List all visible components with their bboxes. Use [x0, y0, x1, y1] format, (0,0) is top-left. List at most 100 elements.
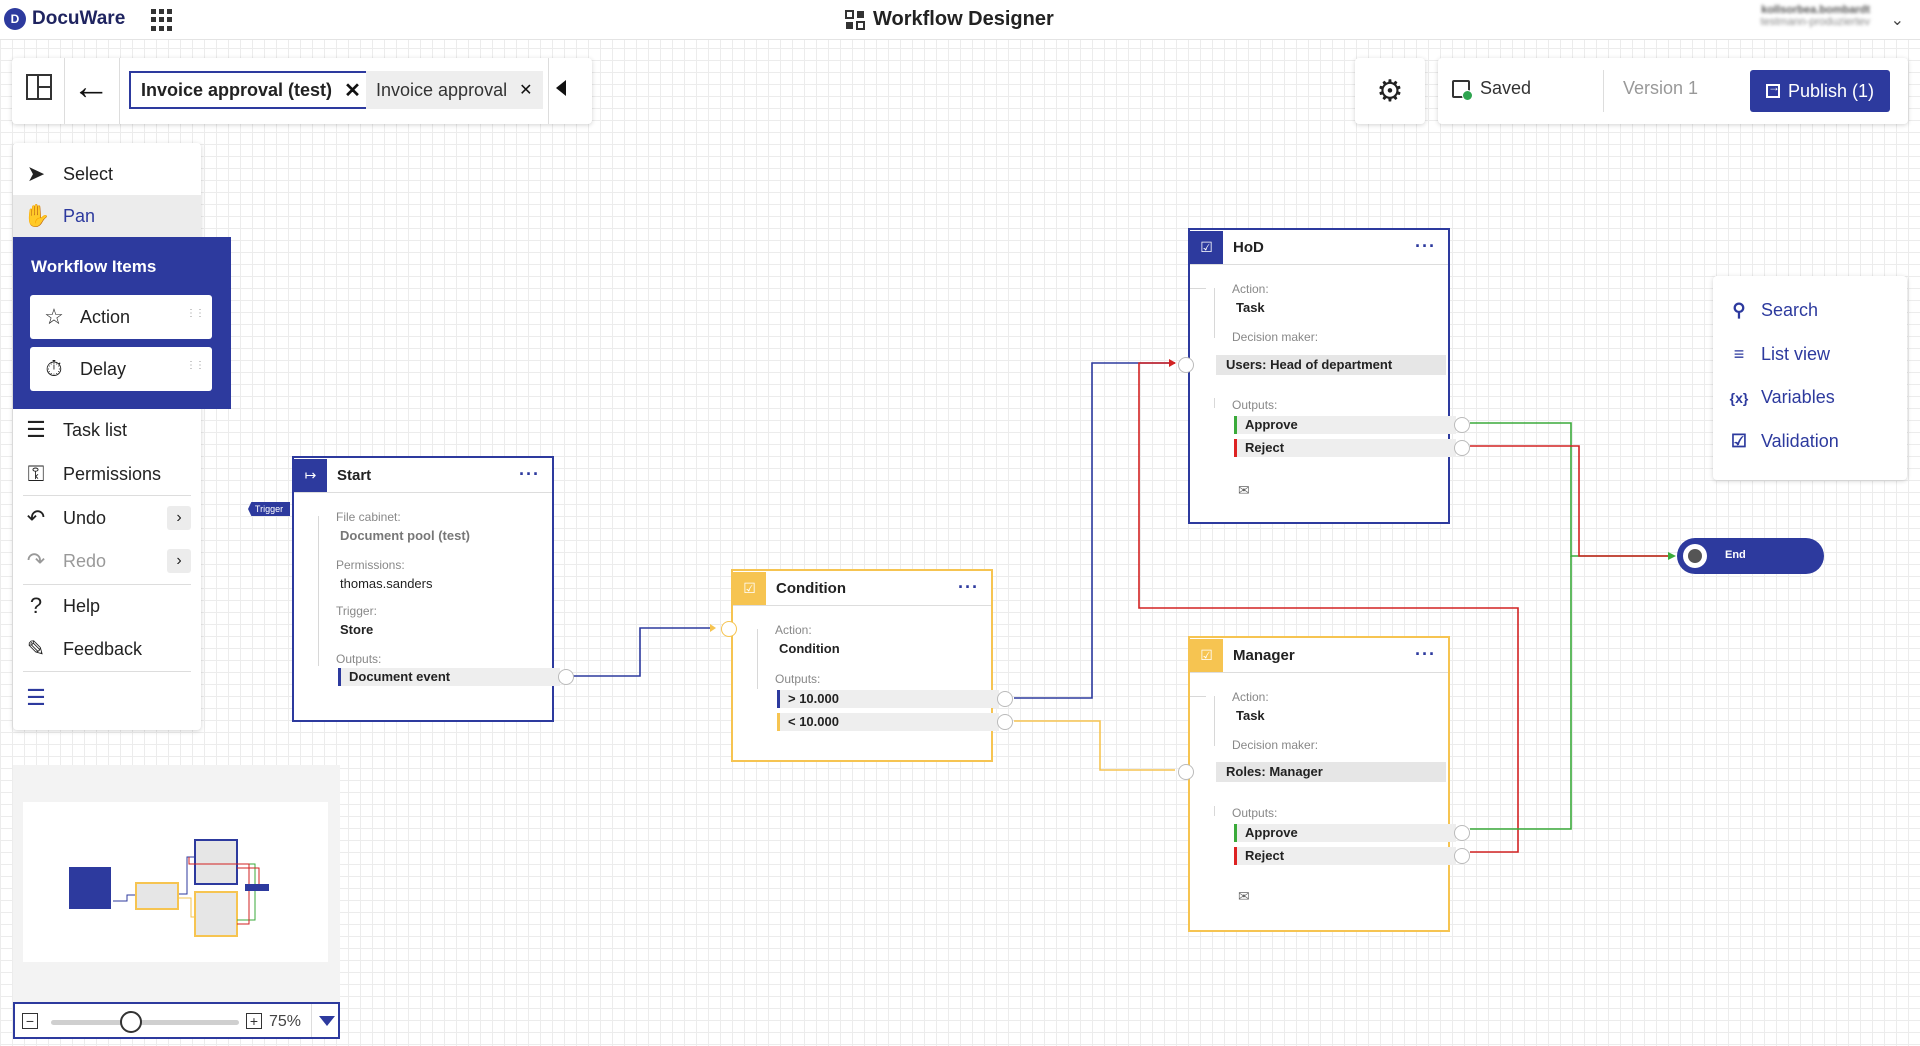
- workflow-items-panel: Workflow Items ☆ Action ⋮⋮ ⏱ Delay ⋮⋮: [13, 237, 231, 409]
- more-options-icon[interactable]: ···: [1415, 644, 1436, 664]
- arrow-head: [1169, 359, 1176, 367]
- zoom-in-icon[interactable]: +: [246, 1013, 262, 1029]
- zoom-value: 75%: [269, 1013, 302, 1030]
- divider: [23, 495, 191, 496]
- field-label: Decision maker:: [1232, 738, 1319, 752]
- start-icon: ↦: [294, 458, 327, 492]
- tool-label: Permissions: [63, 463, 162, 484]
- side-list-view[interactable]: ≡ List view: [1729, 344, 1830, 365]
- tab-invoice-approval[interactable]: Invoice approval ✕: [366, 71, 543, 109]
- tool-select[interactable]: ➤ Select: [13, 153, 201, 195]
- divider: [1603, 70, 1604, 112]
- node-title: Start: [337, 466, 372, 484]
- workflow-icon: [845, 9, 865, 30]
- tool-redo[interactable]: ↷ Redo ›: [13, 540, 201, 582]
- input-port[interactable]: [721, 621, 737, 637]
- back-arrow-icon[interactable]: ←: [72, 66, 110, 108]
- zoom-dropdown-icon[interactable]: [311, 1004, 341, 1037]
- node-start[interactable]: ↦ Start ··· File cabinet: Document pool …: [292, 456, 574, 722]
- docuware-logo-icon: D: [4, 8, 26, 30]
- output-port[interactable]: [1454, 825, 1470, 841]
- node-manager[interactable]: ☑ Manager ··· Action: Task Decision make…: [1178, 636, 1470, 932]
- node-hod[interactable]: ☑ HoD ··· Action: Task Decision maker: U…: [1178, 228, 1470, 524]
- side-validation[interactable]: ☑ Validation: [1729, 431, 1839, 452]
- list-icon: ≡: [1733, 344, 1745, 364]
- user-info[interactable]: kollsorbea.bombardt testmann-produzierte…: [1761, 4, 1870, 28]
- side-variables[interactable]: {x} Variables: [1729, 387, 1835, 408]
- tool-label: Undo: [63, 507, 107, 528]
- tool-undo[interactable]: ↶ Undo ›: [13, 497, 201, 539]
- side-search[interactable]: ⚲ Search: [1729, 300, 1818, 321]
- decision-maker-chip: Users: Head of department: [1216, 355, 1446, 375]
- cursor-arrow-icon: ➤: [26, 161, 46, 186]
- close-icon[interactable]: ✕: [519, 82, 533, 99]
- user-org: testmann-produziertev: [1760, 16, 1870, 28]
- rail: [1214, 806, 1215, 816]
- minimap[interactable]: [13, 765, 340, 1030]
- more-options-icon[interactable]: ···: [1415, 236, 1436, 256]
- tool-label: Task list: [63, 419, 128, 440]
- node-end[interactable]: End: [1677, 538, 1824, 574]
- workflow-item-delay[interactable]: ⏱ Delay ⋮⋮: [30, 347, 212, 391]
- zoom-out-icon[interactable]: −: [22, 1013, 38, 1029]
- output-port[interactable]: [1454, 848, 1470, 864]
- output-port[interactable]: [558, 669, 574, 685]
- tool-pan[interactable]: ✋ Pan: [13, 195, 201, 237]
- wire-hod-reject-end: [1470, 445, 1672, 557]
- zoom-slider-track[interactable]: [51, 1020, 239, 1025]
- collapse-menu-icon: ☰: [26, 685, 46, 710]
- divider: [23, 584, 191, 585]
- input-port[interactable]: [1178, 764, 1194, 780]
- layout-toggle-icon[interactable]: [26, 74, 52, 100]
- tool-label: Redo: [63, 550, 107, 571]
- field-label: Permissions:: [336, 558, 405, 572]
- field-label: Outputs:: [336, 652, 382, 666]
- drag-handle-icon[interactable]: ⋮⋮: [186, 360, 205, 371]
- settings-button[interactable]: ⚙: [1355, 58, 1425, 124]
- side-label: Variables: [1761, 387, 1835, 407]
- zoom-slider-knob[interactable]: [120, 1011, 142, 1033]
- output-reject: Reject: [1234, 439, 1456, 457]
- tab-invoice-approval-test[interactable]: Invoice approval (test) ✕: [129, 71, 373, 109]
- workflow-item-action[interactable]: ☆ Action ⋮⋮: [30, 295, 212, 339]
- more-options-icon[interactable]: ···: [519, 464, 540, 484]
- output-port[interactable]: [1454, 417, 1470, 433]
- chevron-right-icon[interactable]: ›: [167, 506, 191, 530]
- publish-button[interactable]: Publish (1): [1750, 70, 1890, 112]
- apps-grid-icon[interactable]: [151, 9, 173, 31]
- brand[interactable]: D DocuWare: [4, 8, 125, 30]
- field-value: Store: [340, 622, 374, 637]
- output-approve: Approve: [1234, 416, 1456, 434]
- close-icon[interactable]: ✕: [344, 79, 361, 102]
- input-port[interactable]: [1178, 357, 1194, 373]
- tool-task-list[interactable]: ☰ Task list: [13, 409, 201, 451]
- tool-feedback[interactable]: ✎ Feedback: [13, 628, 201, 670]
- more-options-icon[interactable]: ···: [958, 577, 979, 597]
- top-bar: D DocuWare Workflow Designer kollsorbea.…: [0, 0, 1920, 40]
- tool-permissions[interactable]: ⚿ Permissions: [13, 453, 201, 495]
- tool-help[interactable]: ? Help: [13, 585, 201, 627]
- drag-handle-icon[interactable]: ⋮⋮: [186, 308, 205, 319]
- field-label: Action:: [1232, 690, 1269, 704]
- field-value: Task: [1236, 708, 1265, 723]
- tab-label: Invoice approval (test): [141, 79, 333, 100]
- output-port[interactable]: [997, 691, 1013, 707]
- chevron-down-icon[interactable]: ⌄: [1890, 12, 1904, 29]
- node-condition[interactable]: ☑ Condition ··· Action: Condition Output…: [721, 569, 1013, 762]
- workflow-item-label: Action: [80, 306, 131, 327]
- output-port[interactable]: [997, 714, 1013, 730]
- task-icon: ☑: [1190, 638, 1223, 672]
- divider: [64, 58, 65, 124]
- chevron-right-icon[interactable]: ›: [167, 549, 191, 573]
- node-title: Manager: [1233, 646, 1295, 664]
- divider: [23, 671, 191, 672]
- feedback-icon: ✎: [26, 636, 46, 661]
- rail: [1214, 398, 1215, 408]
- user-name: kollsorbea.bombardt: [1761, 4, 1870, 16]
- collapse-panel[interactable]: ☰: [13, 677, 201, 719]
- output-port[interactable]: [1454, 440, 1470, 456]
- collapse-tabs-icon[interactable]: [556, 80, 566, 96]
- side-label: List view: [1761, 344, 1831, 364]
- mail-icon: ✉: [1238, 888, 1250, 904]
- minimap-view: [23, 802, 328, 962]
